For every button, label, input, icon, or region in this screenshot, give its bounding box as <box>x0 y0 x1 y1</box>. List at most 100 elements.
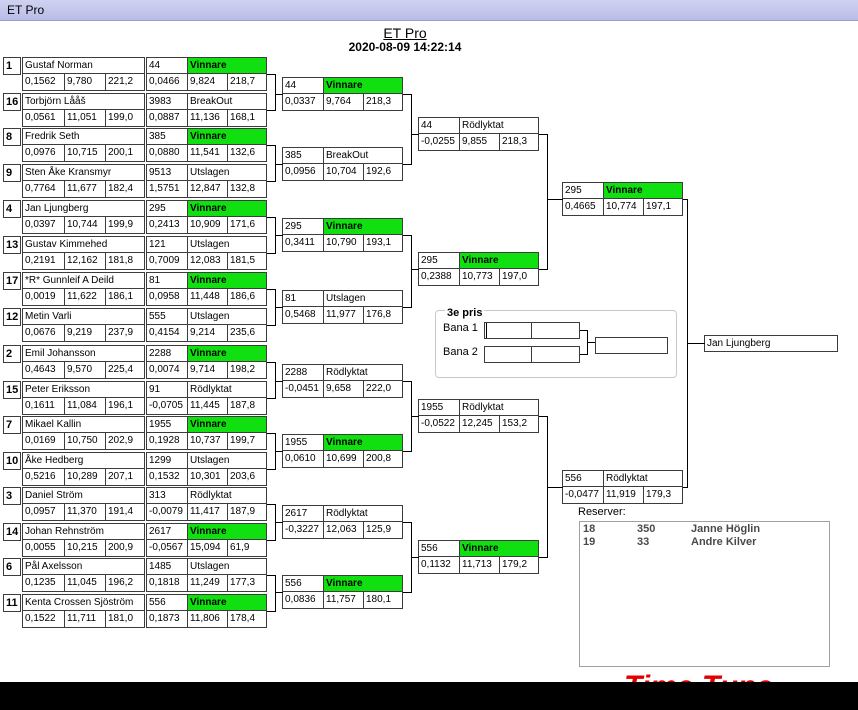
speed: 177,3 <box>227 575 266 591</box>
reaction-time: 0,0958 <box>149 291 180 302</box>
reaction-time: 0,0676 <box>25 327 56 338</box>
reaction-time: 0,0957 <box>25 506 56 517</box>
connector <box>547 487 563 488</box>
driver-name: Peter Eriksson <box>25 384 91 395</box>
elapsed-time: 12,083 <box>187 253 227 269</box>
elapsed-time: 9,764 <box>323 94 363 110</box>
brand-logo-graphic: Time Tune <box>624 670 773 682</box>
connector <box>275 522 283 523</box>
elapsed-time: 11,051 <box>64 110 105 126</box>
lane1-box[interactable] <box>484 322 580 339</box>
elapsed-time: 12,847 <box>187 181 227 197</box>
elapsed-time: 11,445 <box>187 398 227 414</box>
elapsed-time: 12,162 <box>64 253 105 269</box>
speed: 197,1 <box>643 199 682 215</box>
speed: 197,0 <box>499 269 538 285</box>
speed: 200,8 <box>363 451 402 467</box>
reaction-time: 0,1928 <box>149 435 180 446</box>
champion-box[interactable]: Jan Ljungberg <box>704 335 838 352</box>
elapsed-time: 9,570 <box>64 362 105 378</box>
window-titlebar[interactable]: ET Pro <box>0 0 858 21</box>
reaction-time: 0,0561 <box>25 112 56 123</box>
winner-status: Vinnare <box>603 183 682 199</box>
result-status: Utslagen <box>323 291 402 307</box>
car-number: 2617 <box>285 508 308 519</box>
lane1-label: Bana 1 <box>443 322 478 334</box>
driver-name: Kenta Crossen Sjöström <box>25 597 134 608</box>
car-number: 44 <box>421 120 433 131</box>
third-place-result-box[interactable] <box>595 337 668 354</box>
reaction-time: -0,0522 <box>421 418 455 429</box>
elapsed-time: 9,780 <box>64 74 105 90</box>
connector <box>267 181 276 182</box>
reserve-name: Janne Höglin <box>691 523 761 535</box>
reserves-label: Reserver: <box>578 506 626 518</box>
reaction-time: 0,0880 <box>149 147 180 158</box>
reserves-list[interactable]: 18 350 Janne Höglin 19 33 Andre Kilver <box>579 521 830 667</box>
speed: 199,0 <box>105 110 144 126</box>
lane2-box[interactable] <box>484 346 580 363</box>
result-status: Rödlyktat <box>459 118 538 134</box>
reaction-time: 0,1132 <box>421 559 451 570</box>
